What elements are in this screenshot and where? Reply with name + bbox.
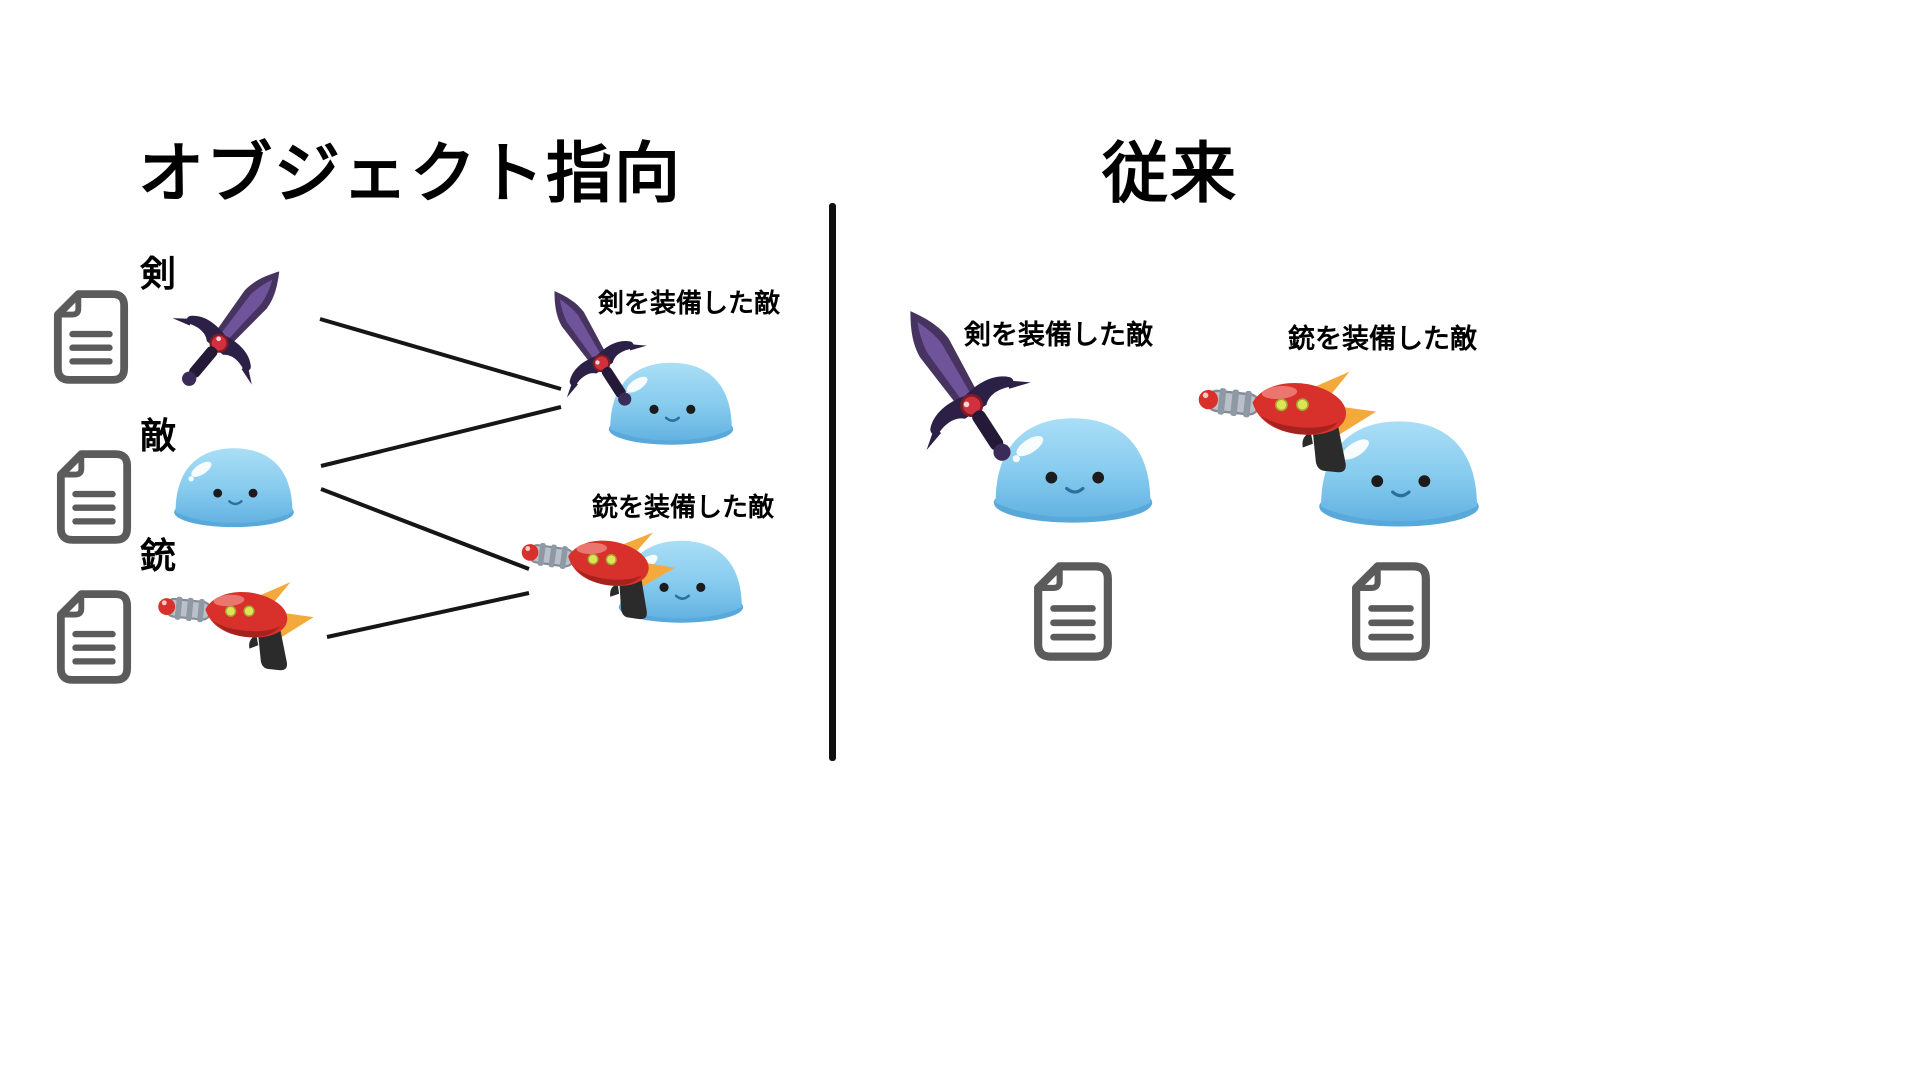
- gun-enemy-label: 銃を装備した敵: [1288, 324, 1477, 354]
- gun-enemy-label: 銃を装備した敵: [592, 492, 775, 522]
- ray-gun-icon: [511, 503, 685, 634]
- document-icon: [55, 447, 133, 547]
- gun-class-label: 銃: [140, 535, 177, 576]
- document-icon: [1350, 560, 1432, 663]
- connector-enemy-to-sword-enemy: [320, 405, 562, 468]
- ray-gun-icon: [149, 555, 322, 687]
- sword-enemy-label: 剣を装備した敵: [598, 288, 781, 318]
- section-divider: [829, 203, 836, 761]
- connector-gun-to-gun-enemy: [326, 591, 530, 639]
- slime-enemy-icon: [166, 436, 302, 538]
- enemy-class-label: 敵: [140, 415, 177, 456]
- sword-enemy-label: 剣を装備した敵: [964, 320, 1153, 350]
- document-icon: [55, 587, 133, 687]
- connector-enemy-to-gun-enemy: [320, 487, 530, 571]
- conventional-title: 従来: [1102, 136, 1238, 210]
- document-icon: [1032, 560, 1114, 663]
- object-oriented-title: オブジェクト指向: [138, 136, 682, 210]
- ray-gun-icon: [1189, 343, 1386, 490]
- document-icon: [52, 287, 130, 387]
- sword-class-label: 剣: [140, 253, 177, 294]
